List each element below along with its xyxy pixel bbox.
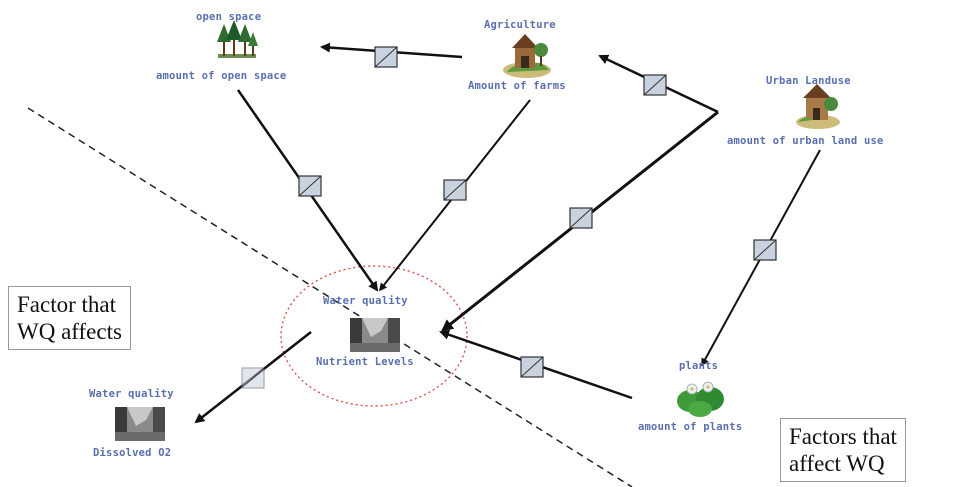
node-openspace-name: open space bbox=[196, 11, 262, 23]
node-openspace-quantity: amount of open space bbox=[156, 70, 287, 82]
urban-building-icon[interactable] bbox=[796, 84, 840, 129]
callout-right-line2: affect WQ bbox=[789, 451, 885, 476]
connector-box[interactable] bbox=[520, 356, 544, 378]
trees-icon[interactable] bbox=[217, 20, 258, 58]
callout-factors-affect-wq: Factors that affect WQ bbox=[780, 418, 906, 482]
callout-right-line1: Factors that bbox=[789, 424, 897, 449]
callout-left-line2: WQ affects bbox=[17, 319, 122, 344]
node-agriculture-quantity: Amount of farms bbox=[468, 80, 566, 92]
highlight-circle bbox=[280, 265, 468, 407]
node-wq-nutrient-name: Water quality bbox=[323, 295, 408, 307]
node-urban-quantity: amount of urban land use bbox=[727, 135, 884, 147]
node-wq-do-name: Water quality bbox=[89, 388, 174, 400]
plant-leaves-icon[interactable] bbox=[677, 381, 724, 417]
node-wq-do-quantity: Dissolved O2 bbox=[93, 447, 172, 459]
callout-left-line1: Factor that bbox=[17, 292, 116, 317]
connector-box[interactable] bbox=[443, 179, 467, 201]
node-plants-name: plants bbox=[679, 360, 719, 372]
connector-box[interactable] bbox=[241, 367, 265, 389]
connector-box[interactable] bbox=[298, 175, 322, 197]
connector-box[interactable] bbox=[374, 46, 398, 68]
callout-factor-wq-affects: Factor that WQ affects bbox=[8, 286, 131, 350]
separator-dashed-line bbox=[27, 107, 633, 487]
farm-barn-icon[interactable] bbox=[503, 34, 551, 78]
connector-box[interactable] bbox=[753, 239, 777, 261]
water-photo-icon[interactable] bbox=[350, 318, 400, 352]
connector-box[interactable] bbox=[569, 207, 593, 229]
water-photo-icon[interactable] bbox=[115, 407, 165, 441]
node-urban-name: Urban Landuse bbox=[766, 75, 851, 87]
node-agriculture-name: Agriculture bbox=[484, 19, 556, 31]
node-plants-quantity: amount of plants bbox=[638, 421, 743, 433]
connector-box[interactable] bbox=[643, 74, 667, 96]
node-wq-nutrient-quantity: Nutrient Levels bbox=[316, 356, 414, 368]
